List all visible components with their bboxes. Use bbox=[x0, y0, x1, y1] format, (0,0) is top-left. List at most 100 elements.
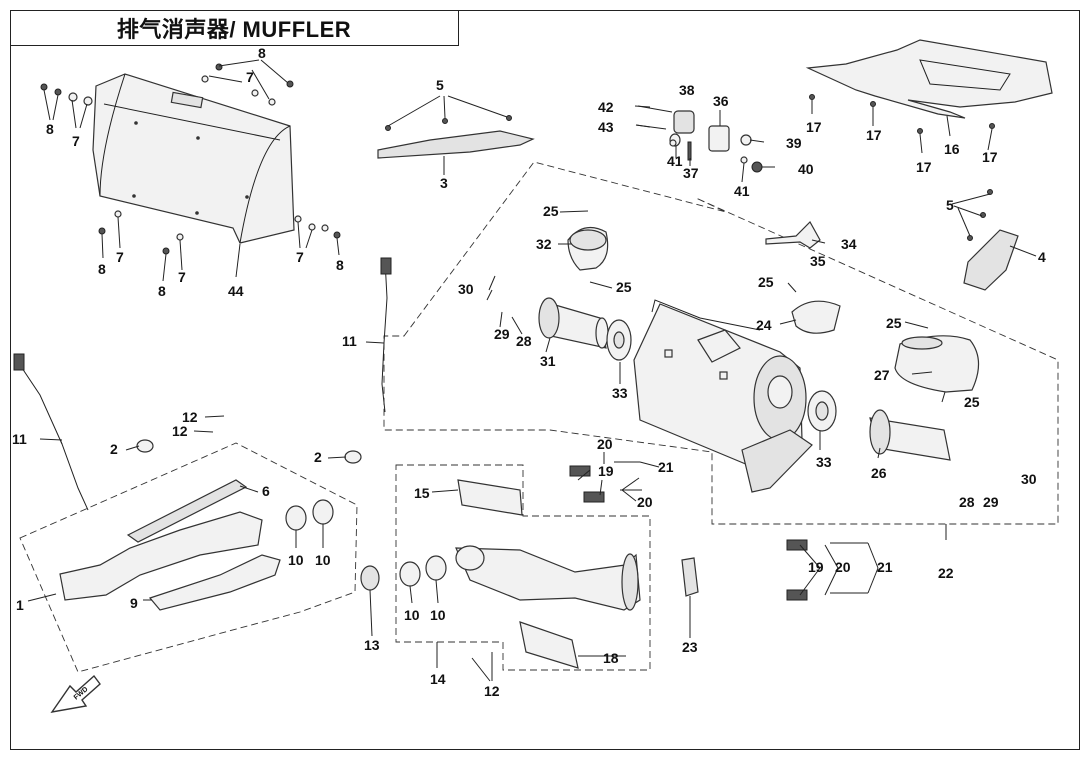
part-label-25: 25 bbox=[964, 394, 980, 410]
part-label-23: 23 bbox=[682, 639, 698, 655]
part-label-24: 24 bbox=[756, 317, 772, 333]
pipe-18 bbox=[519, 621, 579, 669]
part-label-35: 35 bbox=[810, 253, 826, 269]
springs-19-21 bbox=[569, 461, 868, 601]
part-label-17: 17 bbox=[916, 159, 932, 175]
part-label-37: 37 bbox=[683, 165, 699, 181]
part-label-8: 8 bbox=[258, 45, 266, 61]
part-label-10: 10 bbox=[288, 552, 304, 568]
leader-lines bbox=[27, 59, 1037, 682]
hanger-parts bbox=[635, 105, 821, 249]
part-label-5: 5 bbox=[436, 77, 444, 93]
part-label-7: 7 bbox=[116, 249, 124, 265]
part-label-10: 10 bbox=[430, 607, 446, 623]
part-label-10: 10 bbox=[404, 607, 420, 623]
part-label-25: 25 bbox=[758, 274, 774, 290]
part-label-33: 33 bbox=[612, 385, 628, 401]
group-outlines bbox=[19, 161, 1059, 673]
part-label-21: 21 bbox=[877, 559, 893, 575]
part-label-44: 44 bbox=[228, 283, 244, 299]
part-label-43: 43 bbox=[598, 119, 614, 135]
part-label-19: 19 bbox=[808, 559, 824, 575]
part-label-9: 9 bbox=[130, 595, 138, 611]
part-label-13: 13 bbox=[364, 637, 380, 653]
part-label-32: 32 bbox=[536, 236, 552, 252]
pipe-15 bbox=[457, 479, 523, 516]
part-labels: 1 2 2 3 4 5 5 6 7 7 7 7 7 8 8 8 8 8 9 10… bbox=[12, 45, 1046, 699]
part-label-18: 18 bbox=[603, 650, 619, 666]
part-label-38: 38 bbox=[679, 82, 695, 98]
part-label-8: 8 bbox=[46, 121, 54, 137]
part-label-12: 12 bbox=[172, 423, 188, 439]
page-title: 排气消声器/ MUFFLER bbox=[116, 16, 352, 42]
part-label-10: 10 bbox=[315, 552, 331, 568]
part-label-40: 40 bbox=[798, 161, 814, 177]
title-box: 排气消声器/ MUFFLER bbox=[10, 10, 459, 46]
part-label-3: 3 bbox=[440, 175, 448, 191]
part-label-28: 28 bbox=[516, 333, 532, 349]
part-label-22: 22 bbox=[938, 565, 954, 581]
part-label-12: 12 bbox=[182, 409, 198, 425]
part-label-8: 8 bbox=[98, 261, 106, 277]
part-label-8: 8 bbox=[336, 257, 344, 273]
part-label-19: 19 bbox=[598, 463, 614, 479]
part-label-41: 41 bbox=[734, 183, 750, 199]
cover-24 bbox=[791, 300, 841, 334]
outlet-26 bbox=[807, 390, 951, 461]
part-label-28: 28 bbox=[959, 494, 975, 510]
part-label-17: 17 bbox=[866, 127, 882, 143]
part-label-17: 17 bbox=[982, 149, 998, 165]
part-label-11: 11 bbox=[342, 333, 357, 349]
part-label-11: 11 bbox=[12, 431, 27, 447]
part-label-30: 30 bbox=[458, 281, 474, 297]
part-label-25: 25 bbox=[616, 279, 632, 295]
bracket-3 bbox=[377, 115, 535, 159]
pipe-9 bbox=[148, 554, 281, 611]
part-label-34: 34 bbox=[841, 236, 857, 252]
part-label-21: 21 bbox=[658, 459, 674, 475]
part-label-25: 25 bbox=[543, 203, 559, 219]
part-label-33: 33 bbox=[816, 454, 832, 470]
muffler-body bbox=[633, 299, 813, 493]
part-label-30: 30 bbox=[1021, 471, 1037, 487]
part-label-7: 7 bbox=[296, 249, 304, 265]
header-pipe-1 bbox=[59, 479, 263, 601]
cover-27 bbox=[894, 335, 980, 393]
part-label-25: 25 bbox=[886, 315, 902, 331]
part-label-7: 7 bbox=[246, 69, 254, 85]
top-plate-16 bbox=[805, 39, 1053, 134]
inlet-pipe-31 bbox=[538, 297, 632, 361]
part-label-39: 39 bbox=[786, 135, 802, 151]
part-label-20: 20 bbox=[835, 559, 851, 575]
part-label-5: 5 bbox=[946, 197, 954, 213]
part-label-31: 31 bbox=[540, 353, 556, 369]
part-label-41: 41 bbox=[667, 153, 683, 169]
part-label-29: 29 bbox=[494, 326, 510, 342]
part-label-26: 26 bbox=[871, 465, 887, 481]
part-label-20: 20 bbox=[597, 436, 613, 452]
part-label-27: 27 bbox=[874, 367, 890, 383]
gaskets-clamps bbox=[136, 439, 447, 591]
part-label-1: 1 bbox=[16, 597, 24, 613]
part-label-29: 29 bbox=[983, 494, 999, 510]
part-label-7: 7 bbox=[178, 269, 186, 285]
part-label-2: 2 bbox=[314, 449, 322, 465]
part-label-14: 14 bbox=[430, 671, 446, 687]
cap-32 bbox=[567, 226, 609, 271]
part-label-6: 6 bbox=[262, 483, 270, 499]
bracket-4 bbox=[963, 189, 1019, 291]
heat-shield-44 bbox=[92, 73, 295, 244]
sensor-wires-11 bbox=[13, 257, 392, 511]
gasket-23 bbox=[681, 557, 699, 597]
collector-pipe-14 bbox=[455, 545, 641, 611]
part-label-42: 42 bbox=[598, 99, 614, 115]
part-label-8: 8 bbox=[158, 283, 166, 299]
part-label-20: 20 bbox=[637, 494, 653, 510]
fwd-arrow-icon: FWD bbox=[50, 674, 101, 713]
part-label-12: 12 bbox=[484, 683, 500, 699]
part-label-4: 4 bbox=[1038, 249, 1046, 265]
part-label-16: 16 bbox=[944, 141, 960, 157]
part-label-7: 7 bbox=[72, 133, 80, 149]
part-label-17: 17 bbox=[806, 119, 822, 135]
